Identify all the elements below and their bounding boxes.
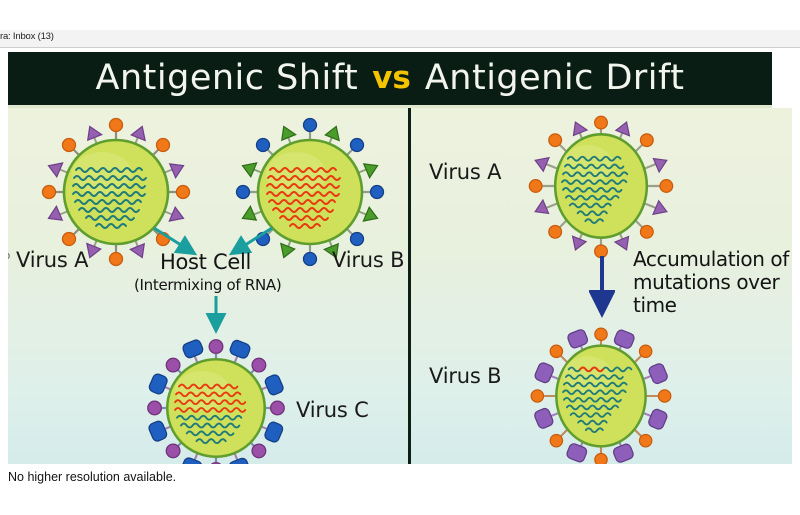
title-vs-separator: vs [372, 60, 411, 96]
shift-convergence-arrows [153, 226, 273, 256]
figure-image[interactable]: Antigenic Shift vs Antigenic Drift o [8, 52, 792, 464]
browser-chrome: ra: Inbox (13) [0, 0, 800, 48]
title-antigenic-drift: Antigenic Drift [424, 58, 685, 98]
clipped-edge-glyph: o [8, 250, 10, 262]
drift-down-arrow [589, 256, 615, 318]
label-drift-virus-b: Virus B [429, 364, 502, 388]
virion-shift-virus-c [147, 339, 285, 464]
browser-tab-title[interactable]: ra: Inbox (13) [0, 31, 54, 42]
no-higher-resolution-note: No higher resolution available. [8, 470, 177, 484]
label-shift-virus-b: Virus B [332, 248, 405, 272]
banner-underline [8, 105, 772, 108]
title-antigenic-shift: Antigenic Shift [95, 58, 359, 98]
antigenic-drift-panel: Virus A [411, 108, 792, 464]
virion-drift-virus-a [528, 115, 674, 259]
figure-title-banner: Antigenic Shift vs Antigenic Drift [8, 52, 772, 105]
virion-drift-virus-b [530, 327, 672, 464]
label-host-cell: Host Cell [160, 250, 252, 274]
virion-shift-virus-b [235, 117, 385, 267]
label-shift-virus-a: Virus A [16, 248, 89, 272]
label-host-cell-sub: (Intermixing of RNA) [134, 276, 282, 294]
panel-divider [408, 108, 411, 464]
label-drift-virus-a: Virus A [429, 160, 502, 184]
antigenic-shift-panel: o [8, 108, 408, 464]
label-accumulation-of-mutations: Accumulation of mutations over time [633, 247, 789, 318]
browser-tab-strip[interactable] [0, 30, 800, 48]
figure-panels: o [8, 108, 792, 464]
label-shift-virus-c: Virus C [296, 398, 369, 422]
shift-down-arrow [205, 296, 227, 334]
